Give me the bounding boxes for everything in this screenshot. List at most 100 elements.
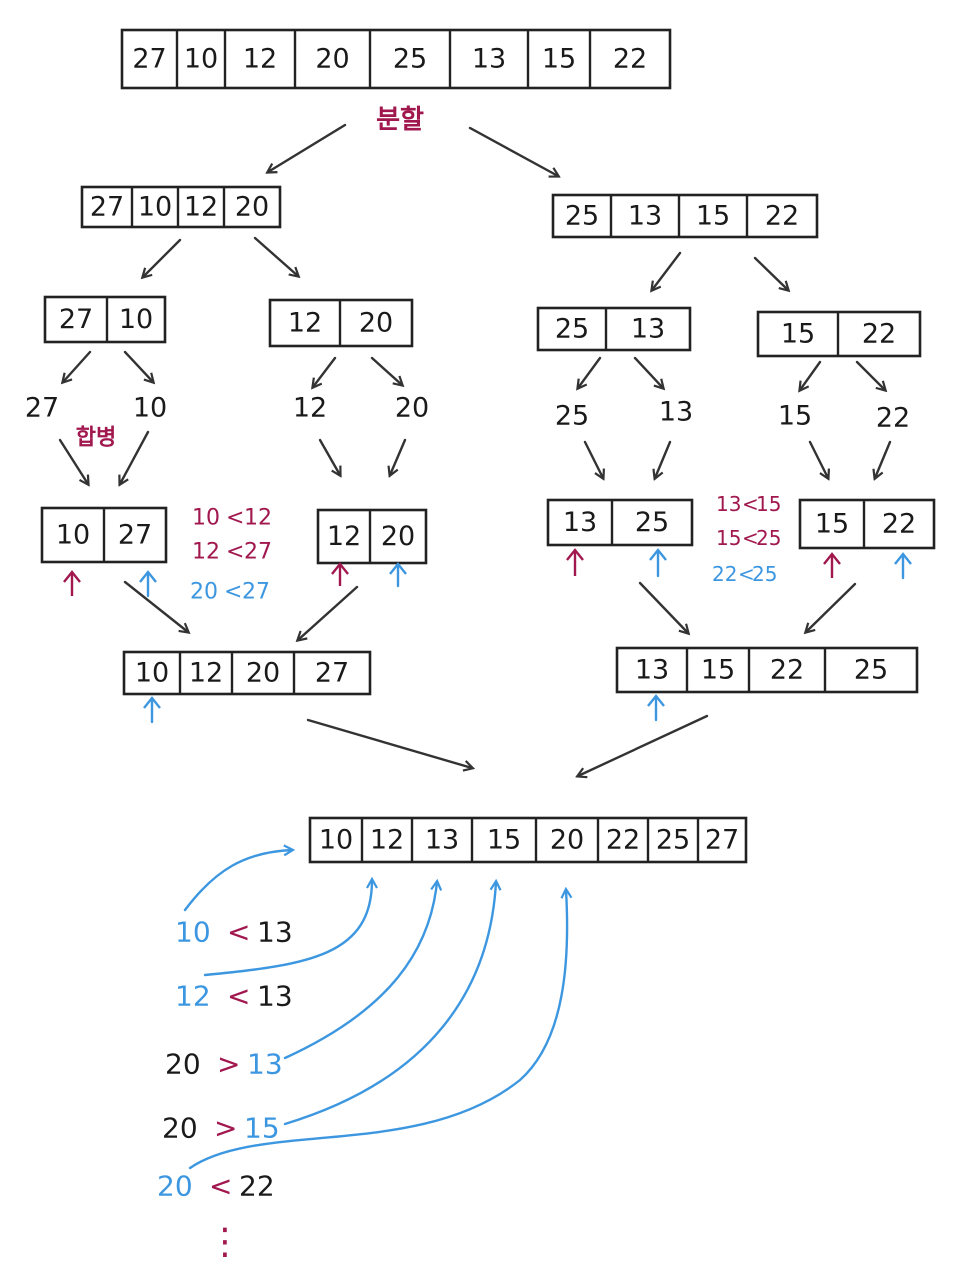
comparison-left-operand: 20 [162, 1112, 198, 1145]
array-cell-value: 10 [56, 520, 90, 551]
comparison-right-operand: 12 [244, 506, 272, 531]
array-cell-value: 20 [246, 658, 280, 689]
single-element: 10 [133, 393, 167, 424]
comparison-row: 15<25 [716, 526, 781, 550]
comparison-left-operand: 22 [712, 562, 737, 586]
array-frame [122, 650, 372, 696]
comparison-right-operand: 15 [756, 492, 781, 516]
comparison-right-operand: 27 [244, 540, 272, 565]
ellipsis: ⋮ [207, 1222, 243, 1263]
array-cell-value: 10 [119, 304, 153, 335]
comparison-right-operand: 25 [752, 562, 777, 586]
comparison-right-operand: 25 [756, 526, 781, 550]
array-cell-value: 12 [327, 521, 361, 552]
array-cell-value: 10 [184, 44, 218, 75]
array-cell-value: 20 [315, 44, 349, 75]
single-element: 20 [395, 393, 429, 424]
array-cell-value: 13 [563, 507, 597, 538]
comparison-operator: < [227, 980, 250, 1013]
array-cell-value: 12 [184, 192, 218, 223]
comparison-left-operand: 10 [175, 916, 211, 949]
comparison-right-operand: 13 [257, 916, 293, 949]
array-cell-value: 22 [770, 655, 804, 686]
pointer-arrows [63, 548, 912, 724]
split-label: 분할 [376, 105, 424, 135]
arrow-q3-13 [633, 356, 663, 388]
arrow-q4-22 [855, 360, 885, 390]
array-cell-value: 13 [425, 825, 459, 856]
arrow-q2-20 [370, 356, 402, 385]
split-arrows [63, 123, 885, 390]
array-cell-value: 22 [882, 509, 916, 540]
array-cell-value: 22 [862, 319, 896, 350]
curve-20 [188, 890, 567, 1170]
comparison-left-operand: 15 [716, 526, 741, 550]
arrow-split-right [468, 126, 558, 176]
comparison-operator: < [227, 916, 250, 949]
array-cell-value: 15 [542, 44, 576, 75]
comparison-left-operand: 20 [165, 1048, 201, 1081]
curve-12 [203, 880, 372, 977]
arrow-r-to-q4 [753, 256, 788, 290]
arrow-q2-12 [313, 356, 337, 387]
comparison-right-operand: 13 [257, 980, 293, 1013]
arrow-q4-15 [800, 360, 822, 390]
arrow-q3-25 [578, 356, 602, 388]
comparison-row: 20<22 [157, 1170, 275, 1203]
single-element: 12 [293, 393, 327, 424]
comparison-left-operand: 12 [175, 980, 211, 1013]
arrow-ml-final [306, 718, 472, 768]
array-cell-value: 22 [765, 201, 799, 232]
array-cell-value: 13 [628, 201, 662, 232]
array-cell-value: 27 [118, 520, 152, 551]
curve-15 [283, 882, 496, 1126]
array-frame [551, 193, 819, 239]
comparison-operator: > [214, 1112, 237, 1145]
array-cell-value: 27 [705, 825, 739, 856]
arrow-split-left [268, 123, 347, 172]
array-cell-value: 12 [189, 658, 223, 689]
array-cell-value: 10 [135, 658, 169, 689]
array-cell-value: 20 [550, 825, 584, 856]
arrow-13-m3 [655, 440, 672, 478]
array-cell-value: 15 [696, 201, 730, 232]
array-cell-value: 15 [487, 825, 521, 856]
array-cell-value: 13 [635, 655, 669, 686]
array-cell-value: 27 [90, 192, 124, 223]
comparison-operator: < [742, 492, 759, 516]
array-cell-value: 15 [781, 319, 815, 350]
array-cell-value: 10 [138, 192, 172, 223]
array-frame [43, 295, 167, 344]
array-cell-value: 25 [565, 201, 599, 232]
array-frame [316, 508, 428, 565]
array-cell-value: 12 [288, 308, 322, 339]
curve-13 [283, 882, 437, 1060]
single-element: 25 [555, 401, 589, 432]
merge-label: 합병 [76, 425, 116, 451]
comparison-operator: > [217, 1048, 240, 1081]
comparison-row: 20>13 [165, 1048, 283, 1081]
arrow-mr-final [578, 714, 709, 776]
single-element: 15 [778, 401, 812, 432]
arrow-27-m1 [58, 438, 88, 484]
array-cell-value: 25 [656, 825, 690, 856]
arrow-m1-ml [123, 580, 188, 632]
array-frame [308, 816, 748, 864]
arrow-l-to-q1 [143, 238, 182, 277]
final-merge-curves [183, 850, 567, 1170]
array-cell-value: 13 [472, 44, 506, 75]
comparison-left-operand: 20 [157, 1170, 193, 1203]
comparison-right-operand: 27 [242, 580, 270, 605]
comparison-row: 10<12 [192, 506, 272, 531]
array-cell-value: 25 [635, 507, 669, 538]
array-cell-value: 20 [359, 308, 393, 339]
